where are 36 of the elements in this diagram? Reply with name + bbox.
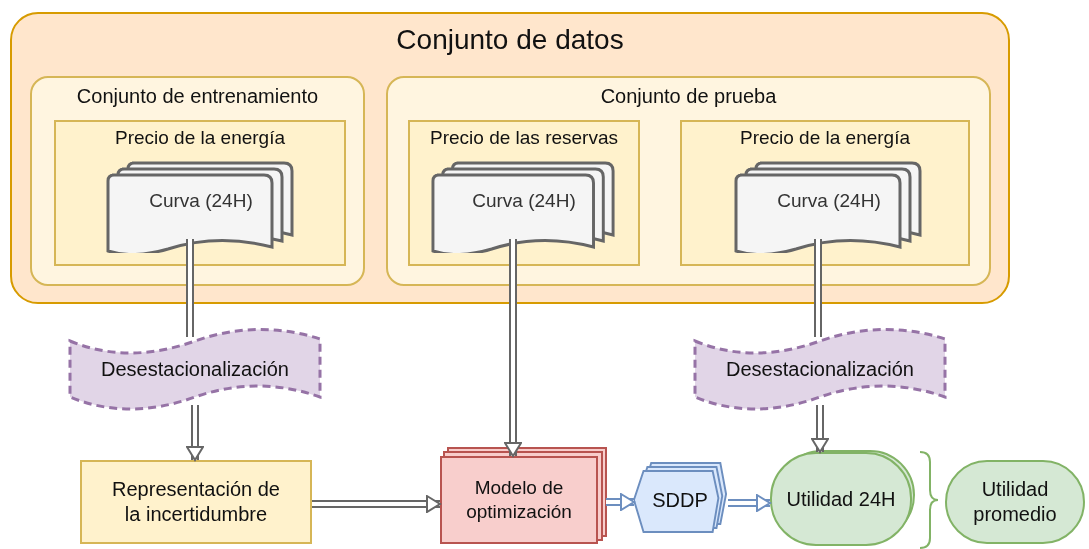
node-label: Conjunto de prueba (599, 84, 778, 109)
process-box (80, 460, 312, 544)
hexagon-shape (632, 462, 728, 534)
node-label: Conjunto de entrenamiento (75, 84, 320, 109)
group-container (10, 12, 1010, 304)
document-stack (734, 161, 924, 253)
node-label: Curva (24H) (148, 189, 254, 213)
arrow (312, 495, 441, 513)
node-label: Utilidad promedio (972, 477, 1058, 527)
group-container (54, 120, 346, 266)
group-container (408, 120, 640, 266)
group-container (386, 76, 991, 286)
node-label: Desestacionalización (100, 356, 290, 382)
tape-shape (693, 325, 947, 413)
node-label: Curva (24H) (471, 189, 577, 213)
document-stack (431, 161, 617, 253)
arrow (186, 405, 204, 461)
tape-shape (68, 325, 322, 413)
node-label: Precio de la energía (738, 126, 912, 150)
node-label: SDDP (651, 487, 709, 513)
document-stack (106, 161, 296, 253)
node-label: Utilidad 24H (785, 486, 897, 512)
arrow (504, 239, 522, 457)
node-label: Precio de las reservas (429, 126, 619, 150)
node-label: Conjunto de datos (395, 23, 625, 57)
group-container (680, 120, 970, 266)
arrow (811, 405, 829, 453)
node-label: Representación de la incertidumbre (111, 477, 281, 527)
node-label: Precio de la energía (113, 126, 287, 150)
arrow (606, 493, 635, 511)
node-label: Curva (24H) (776, 189, 882, 213)
group-container (30, 76, 365, 286)
rounded-process (770, 452, 912, 546)
arrow (728, 494, 771, 512)
node-label: Desestacionalización (725, 356, 915, 382)
node-label: Modelo de optimización (465, 476, 573, 524)
